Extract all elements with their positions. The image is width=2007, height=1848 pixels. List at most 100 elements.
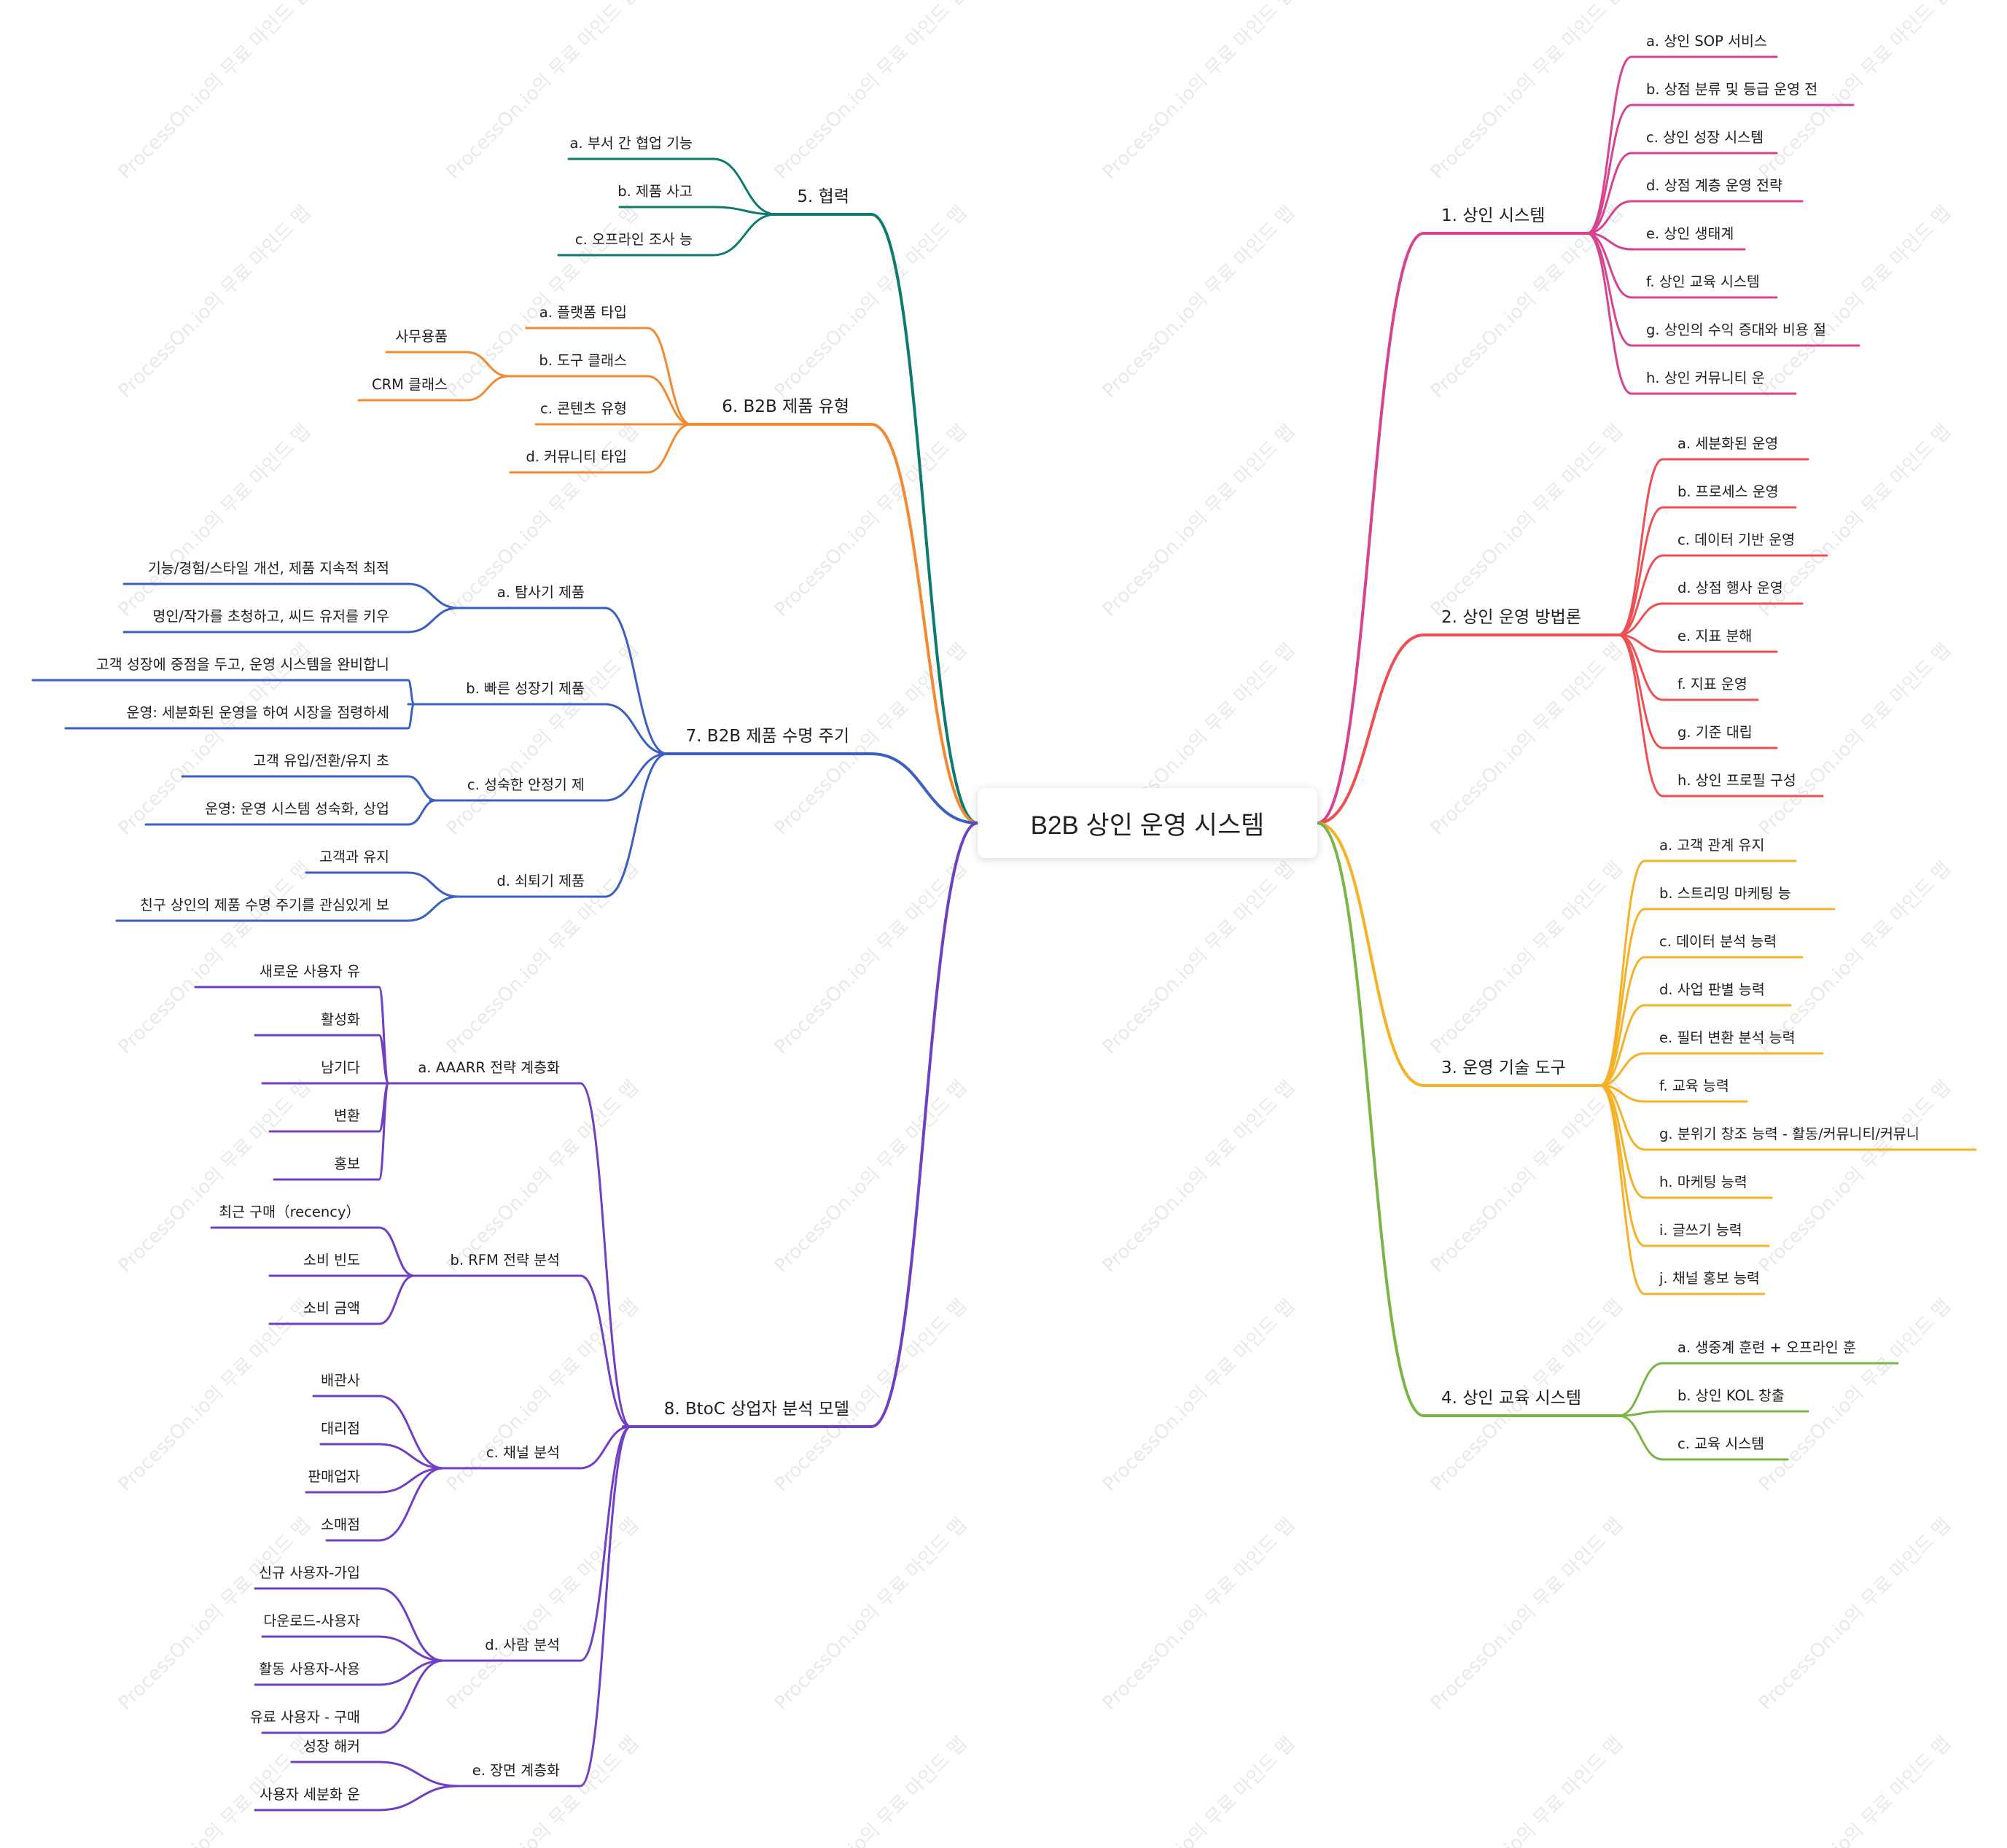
child-node[interactable]: c. 성숙한 안정기 제 [467,776,585,793]
grandchild-node[interactable]: 활동 사용자-사용 [259,1660,360,1677]
child-node[interactable]: b. 빠른 성장기 제품 [466,679,585,697]
child-node[interactable]: h. 상인 프로필 구성 [1677,771,1796,789]
child-node[interactable]: c. 교육 시스템 [1677,1435,1765,1452]
child-node[interactable]: g. 분위기 창조 능력 - 활동/커뮤니티/커뮤니 [1659,1125,1920,1142]
grandchild-node[interactable]: 명인/작가를 초청하고, 씨드 유저를 키우 [152,607,389,625]
child-node[interactable]: a. 부서 간 협업 기능 [569,134,693,152]
grandchild-node[interactable]: 홍보 [334,1155,360,1172]
child-connector [1586,232,1746,251]
child-node[interactable]: b. 상인 KOL 창출 [1677,1387,1785,1404]
branch-connector [768,213,979,824]
child-node[interactable]: a. 고객 관계 유지 [1659,836,1765,854]
child-node[interactable]: g. 상인의 수익 증대와 비용 절 [1646,321,1826,338]
child-node[interactable]: f. 상인 교육 시스템 [1646,273,1760,290]
grandchild-node[interactable]: 새로운 사용자 유 [260,962,360,980]
child-node[interactable]: b. 프로세스 운영 [1677,483,1779,500]
branch-connector [1316,822,1627,1417]
grandchild-node[interactable]: 성장 해커 [303,1737,360,1755]
child-node[interactable]: a. 생중계 훈련 + 오프라인 훈 [1677,1338,1856,1356]
grandchild-node[interactable]: 최근 구매（recency） [219,1203,360,1220]
child-node[interactable]: c. 데이터 분석 능력 [1659,932,1777,950]
child-connector [381,1082,632,1428]
grandchild-node[interactable]: 변환 [334,1107,360,1124]
branch-connector [622,822,979,1428]
grandchild-node[interactable]: 활성화 [321,1010,360,1028]
child-node[interactable]: c. 오프라인 조사 능 [574,230,693,248]
child-node[interactable]: b. 상점 분류 및 등급 운영 전 [1646,80,1818,98]
child-node[interactable]: d. 쇠퇴기 제품 [496,872,585,889]
child-node[interactable]: d. 사업 판별 능력 [1659,980,1765,998]
child-connector [429,752,669,802]
grandchild-node[interactable]: 유료 사용자 - 구매 [249,1708,360,1726]
child-connector [1617,1362,1899,1417]
child-node[interactable]: d. 상점 계층 운영 전략 [1646,176,1782,194]
child-connector [1617,506,1797,636]
grandchild-node[interactable]: 사용자 세분화 운 [260,1785,360,1803]
grandchild-node[interactable]: 친구 상인의 제품 수명 주기를 관심있게 보 [139,896,389,913]
child-node[interactable]: e. 지표 분해 [1677,627,1753,644]
child-node[interactable]: a. AAARR 전략 계층화 [418,1058,560,1076]
child-node[interactable]: c. 채널 분석 [486,1443,560,1461]
grandchild-connector [273,1082,390,1181]
grandchild-node[interactable]: 소매점 [321,1516,360,1533]
child-node[interactable]: b. RFM 전략 분석 [450,1251,560,1268]
branch-node[interactable]: 8. BtoC 상업자 분석 모델 [663,1400,849,1419]
child-node[interactable]: i. 글쓰기 능력 [1659,1221,1742,1239]
child-node[interactable]: c. 콘텐츠 유형 [539,399,627,417]
branch-node[interactable]: 4. 상인 교육 시스템 [1441,1389,1581,1408]
child-connector [1617,633,1759,701]
grandchild-connector [122,582,459,609]
child-node[interactable]: b. 스트리밍 마케팅 능 [1659,884,1791,902]
grandchild-node[interactable]: 고객 유입/전환/유지 초 [253,752,389,769]
branch-node[interactable]: 6. B2B 제품 유형 [722,397,849,416]
child-connector [451,1425,632,1787]
child-node[interactable]: h. 상인 커뮤니티 운 [1646,369,1765,386]
grandchild-node[interactable]: 고객 성장에 중점을 두고, 운영 시스템을 완비합니 [96,655,389,673]
grandchild-node[interactable]: 신규 사용자-가입 [259,1564,360,1581]
grandchild-node[interactable]: 소비 빈도 [303,1251,360,1268]
child-node[interactable]: d. 사람 분석 [485,1636,560,1653]
child-connector [436,1425,632,1662]
branch-connector [1316,633,1627,824]
grandchild-node[interactable]: 운영: 세분화된 운영을 하여 시장을 점령하세 [126,703,389,721]
grandchild-connector [254,1659,445,1686]
child-node[interactable]: f. 교육 능력 [1659,1077,1729,1094]
grandchild-node[interactable]: 남기다 [321,1058,360,1076]
grandchild-node[interactable]: 운영: 운영 시스템 성숙화, 상업 [205,800,389,817]
grandchild-node[interactable]: 판매업자 [308,1467,360,1485]
child-node[interactable]: f. 지표 운영 [1677,675,1747,693]
child-node[interactable]: j. 채널 홍보 능력 [1659,1269,1760,1287]
child-node[interactable]: h. 마케팅 능력 [1659,1173,1747,1190]
child-node[interactable]: d. 상점 행사 운영 [1677,579,1783,596]
branch-node[interactable]: 2. 상인 운영 방법론 [1441,608,1581,627]
child-connector [451,607,669,755]
grandchild-node[interactable]: 소비 금액 [303,1299,360,1317]
child-node[interactable]: a. 세분화된 운영 [1677,434,1779,452]
child-node[interactable]: a. 플랫폼 타입 [539,303,627,321]
child-node[interactable]: c. 상인 성장 시스템 [1646,128,1764,146]
child-node[interactable]: e. 장면 계층화 [472,1761,560,1779]
child-node[interactable]: c. 데이터 기반 운영 [1677,531,1796,548]
grandchild-connector [31,679,416,706]
child-node[interactable]: a. 탐사기 제품 [496,583,585,601]
child-node[interactable]: e. 필터 변환 분석 능력 [1659,1029,1796,1046]
child-node[interactable]: b. 제품 사고 [617,182,693,200]
child-node[interactable]: a. 상인 SOP 서비스 [1646,32,1767,50]
grandchild-node[interactable]: 대리점 [321,1419,360,1437]
grandchild-node[interactable]: CRM 클래스 [371,375,448,393]
grandchild-node[interactable]: 고객과 유지 [319,848,389,865]
child-node[interactable]: g. 기준 대립 [1677,723,1753,741]
root-node[interactable]: B2B 상인 운영 시스템 [978,788,1317,858]
grandchild-node[interactable]: 다운로드-사용자 [263,1612,360,1629]
child-connector [1599,1052,1824,1087]
grandchild-node[interactable]: 사무용품 [395,327,448,345]
branch-node[interactable]: 3. 운영 기술 도구 [1441,1058,1566,1077]
child-node[interactable]: b. 도구 클래스 [539,351,627,369]
branch-node[interactable]: 7. B2B 제품 수명 주기 [685,727,849,746]
child-node[interactable]: e. 상인 생태계 [1646,225,1734,242]
child-node[interactable]: d. 커뮤니티 타입 [526,448,627,465]
branch-node[interactable]: 1. 상인 시스템 [1441,206,1546,225]
branch-node[interactable]: 5. 협력 [797,187,849,206]
grandchild-node[interactable]: 배관사 [321,1371,360,1389]
grandchild-node[interactable]: 기능/경험/스타일 개선, 제품 지속적 최적 [147,559,389,577]
